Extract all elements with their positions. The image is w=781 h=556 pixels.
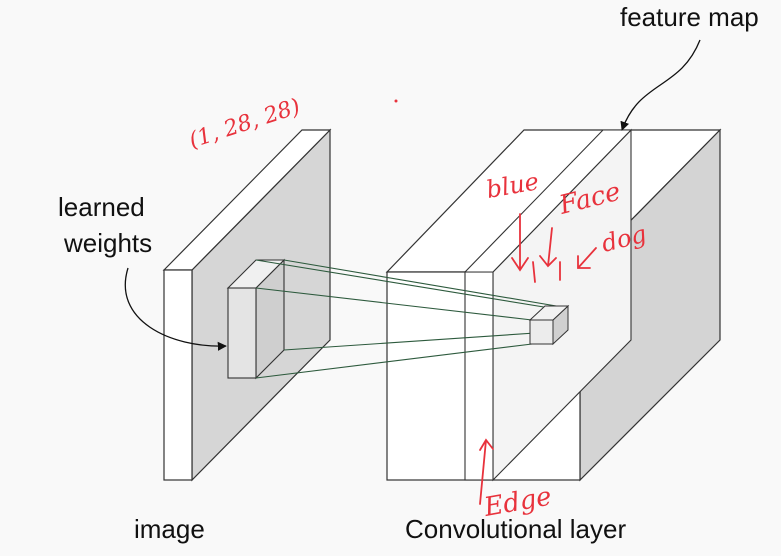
annotation-input-shape: (1, 28, 28): [186, 94, 303, 153]
red-arrow-dog: [577, 247, 597, 269]
connector-line: [255, 287, 533, 321]
annotation-dot: [394, 99, 398, 103]
connector-line: [283, 259, 569, 309]
feature-map-slice-top: [463, 129, 633, 273]
feature-map-label: feature map: [620, 2, 759, 32]
connector-line: [255, 343, 533, 379]
feature-map-slice-front: [464, 271, 494, 481]
conv-layer-label: Convolutional layer: [405, 514, 626, 544]
image-slab-front: [163, 269, 193, 481]
connector-line: [283, 331, 551, 351]
red-arrow-edge: [479, 438, 494, 505]
kernel-front: [227, 287, 257, 379]
learned-weights-label-line2: weights: [63, 228, 152, 258]
learned-weights-arrow: [124, 267, 227, 351]
output-neuron-cube: [528, 304, 570, 346]
receptive-field-connectors: [255, 259, 569, 379]
red-arrow-face: [539, 227, 557, 268]
connector-line: [255, 259, 551, 309]
image-label: image: [134, 514, 205, 544]
annotation-arrows: [479, 213, 597, 505]
neuron-front: [529, 319, 554, 345]
red-tick: [532, 261, 536, 283]
red-arrow-blue: [511, 213, 529, 272]
learned-weights-label-line1: learned: [58, 192, 145, 222]
feature-map-arrow: [620, 39, 701, 131]
